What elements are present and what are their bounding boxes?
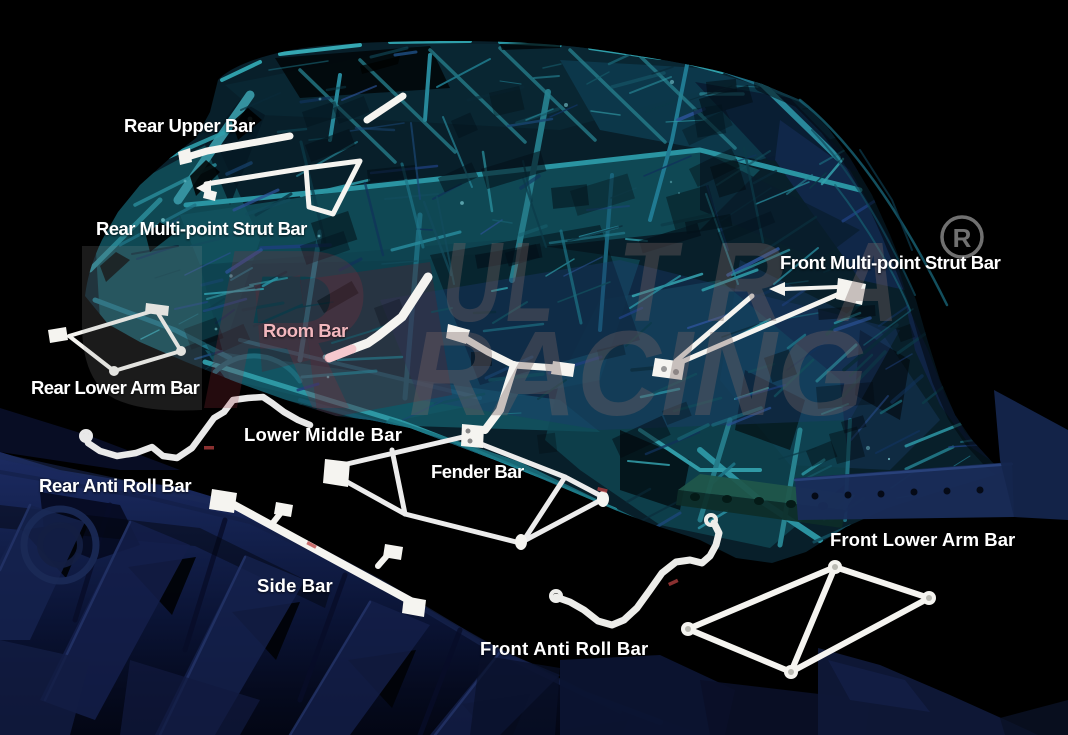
svg-text:R: R <box>706 219 784 345</box>
svg-text:R: R <box>200 203 365 457</box>
svg-text:A: A <box>836 219 898 345</box>
svg-text:T: T <box>618 219 683 345</box>
svg-text:R: R <box>953 223 972 253</box>
svg-text:L: L <box>506 219 554 345</box>
svg-text:U: U <box>442 219 504 345</box>
svg-text:RACING: RACING <box>409 305 867 441</box>
